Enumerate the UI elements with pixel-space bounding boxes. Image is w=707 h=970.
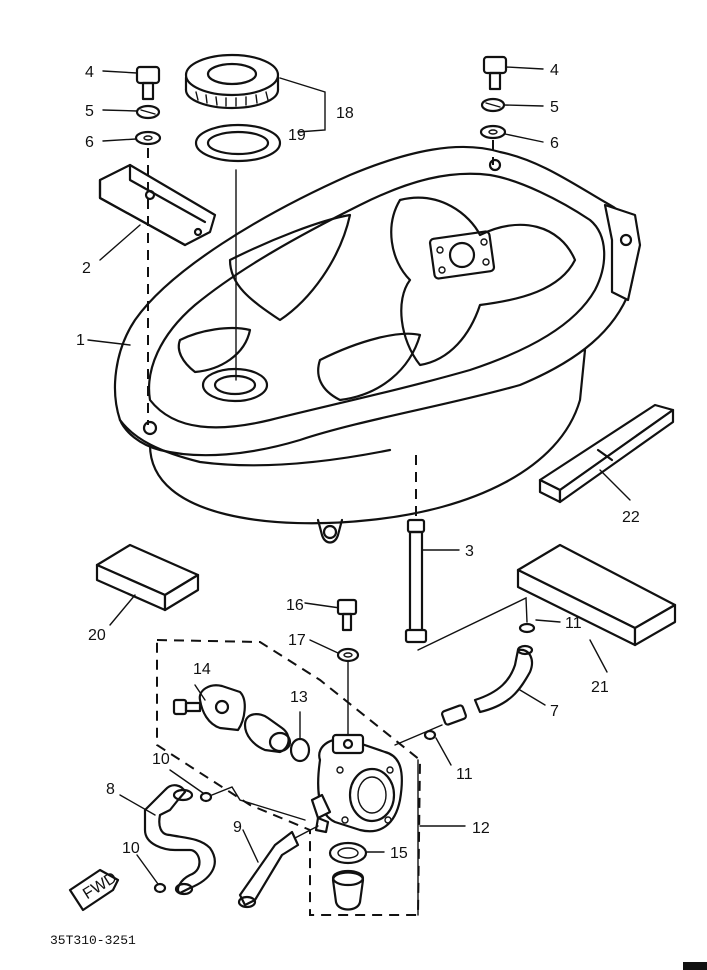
fuel-cock-kit-boundary [156,638,422,916]
fuel-cap [184,53,280,110]
hose-8-connection [211,786,306,821]
cap-gasket [194,123,282,163]
washer-17 [336,647,360,663]
fuel-hose-9 [237,830,300,909]
plain-washer-right [479,124,507,140]
cock-lever-plate [198,684,246,732]
label-8: 8 [106,781,115,798]
cock-gasket-15 [328,841,368,865]
fuel-cock-body [310,733,403,834]
label-4-right: 4 [550,62,559,79]
damper-block-21 [516,543,677,647]
cock-valve-plug [243,713,292,754]
label-10-lower: 10 [122,840,140,857]
label-17: 17 [288,632,306,649]
cap-leader [279,77,326,133]
label-2: 2 [82,260,91,277]
hose-9-connection [294,825,319,839]
o-ring [289,737,311,763]
label-13: 13 [290,689,308,706]
label-5-left: 5 [85,103,94,120]
cock-screw [172,698,202,716]
hose-clip-11-lower [423,729,437,741]
clip-10-lower [153,882,167,894]
clip-10-upper [199,791,213,803]
label-4-left: 4 [85,64,94,81]
label-16: 16 [286,597,304,614]
label-14: 14 [193,661,211,678]
label-6-left: 6 [85,134,94,151]
label-22: 22 [622,509,640,526]
mount-bracket [98,163,217,247]
label-12: 12 [472,820,490,837]
bolt-left [135,65,161,101]
fuel-hose-7 [441,644,534,726]
drawing-code: 35T310-3251 [50,933,136,948]
long-bolt [404,455,428,644]
label-15: 15 [390,845,408,862]
label-5-right: 5 [550,99,559,116]
leader-lines [87,66,631,885]
damper-strip-22 [538,403,675,504]
label-3: 3 [465,543,474,560]
label-11-lower: 11 [456,766,473,783]
label-10-upper: 10 [152,751,170,768]
label-6-right: 6 [550,135,559,152]
label-18: 18 [336,105,354,122]
fuel-tank [113,145,642,544]
corner-mark [683,962,707,970]
label-19: 19 [288,127,306,144]
damper-block-20 [95,543,200,612]
label-9: 9 [233,819,242,836]
washer-right [480,97,506,113]
washer-left [135,104,161,120]
label-7: 7 [550,703,559,720]
plain-washer-left [134,130,162,146]
label-11-upper: 11 [565,615,582,632]
hose-7-connection [417,596,528,651]
fuel-hose-8 [143,784,216,896]
cock-screw-16 [304,598,358,632]
label-1: 1 [76,332,85,349]
hose-7-to-cock [394,724,443,746]
label-21: 21 [591,679,609,696]
hose-clip-11-upper [518,622,536,634]
cock-strainer-cup [331,869,365,911]
part-labels: 4 5 6 4 5 6 18 19 2 1 3 22 20 21 16 17 1… [76,62,640,862]
fwd-arrow: FWD [68,868,120,912]
label-20: 20 [88,627,106,644]
bolt-right [482,55,508,91]
